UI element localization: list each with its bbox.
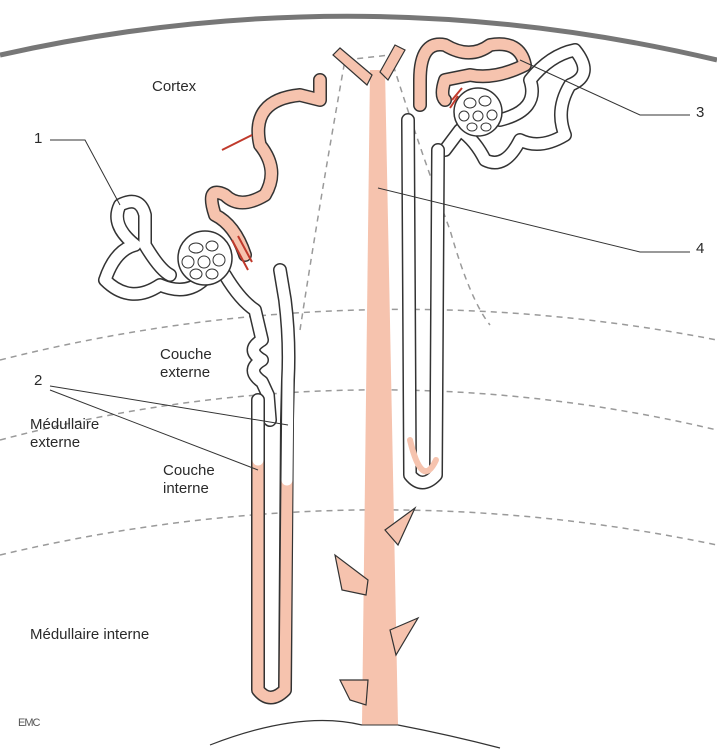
inner-medulla-label: Médullaire interne: [30, 626, 149, 644]
inner-layer-label-line2: interne: [163, 480, 209, 498]
collecting-duct-branch-right: [380, 45, 405, 80]
outer-layer-label-line2: externe: [160, 364, 210, 382]
afferent-vessel-left: [222, 135, 252, 150]
outer-inner-medulla-boundary: [0, 510, 717, 555]
cortex-medulla-boundary: [0, 309, 717, 360]
leader-1: [50, 140, 120, 205]
collecting-duct-trunk: [362, 70, 398, 725]
outer-layer-label-line1: Couche: [160, 346, 212, 364]
outer-medulla-label-line2: externe: [30, 434, 80, 452]
papillary-branch-2: [335, 555, 368, 595]
collecting-duct-branch-left: [333, 48, 372, 85]
emc-logo: EMC: [18, 714, 39, 732]
papillary-branch-4: [340, 680, 368, 705]
callout-1: 1: [34, 130, 42, 148]
outer-medulla-label-line1: Médullaire: [30, 416, 99, 434]
juxtamedullary-nephron: [105, 80, 320, 698]
outer-inner-layer-boundary: [0, 390, 717, 440]
inner-layer-label-line1: Couche: [163, 462, 215, 480]
callout-3: 3: [696, 104, 704, 122]
callout-4: 4: [696, 240, 704, 258]
callout-2: 2: [34, 372, 42, 390]
cortex-label: Cortex: [152, 78, 196, 96]
zone-boundaries: [0, 55, 717, 555]
kidney-capsule-arc: [0, 16, 717, 60]
leader-4: [378, 188, 690, 252]
papilla-outline: [210, 721, 500, 749]
